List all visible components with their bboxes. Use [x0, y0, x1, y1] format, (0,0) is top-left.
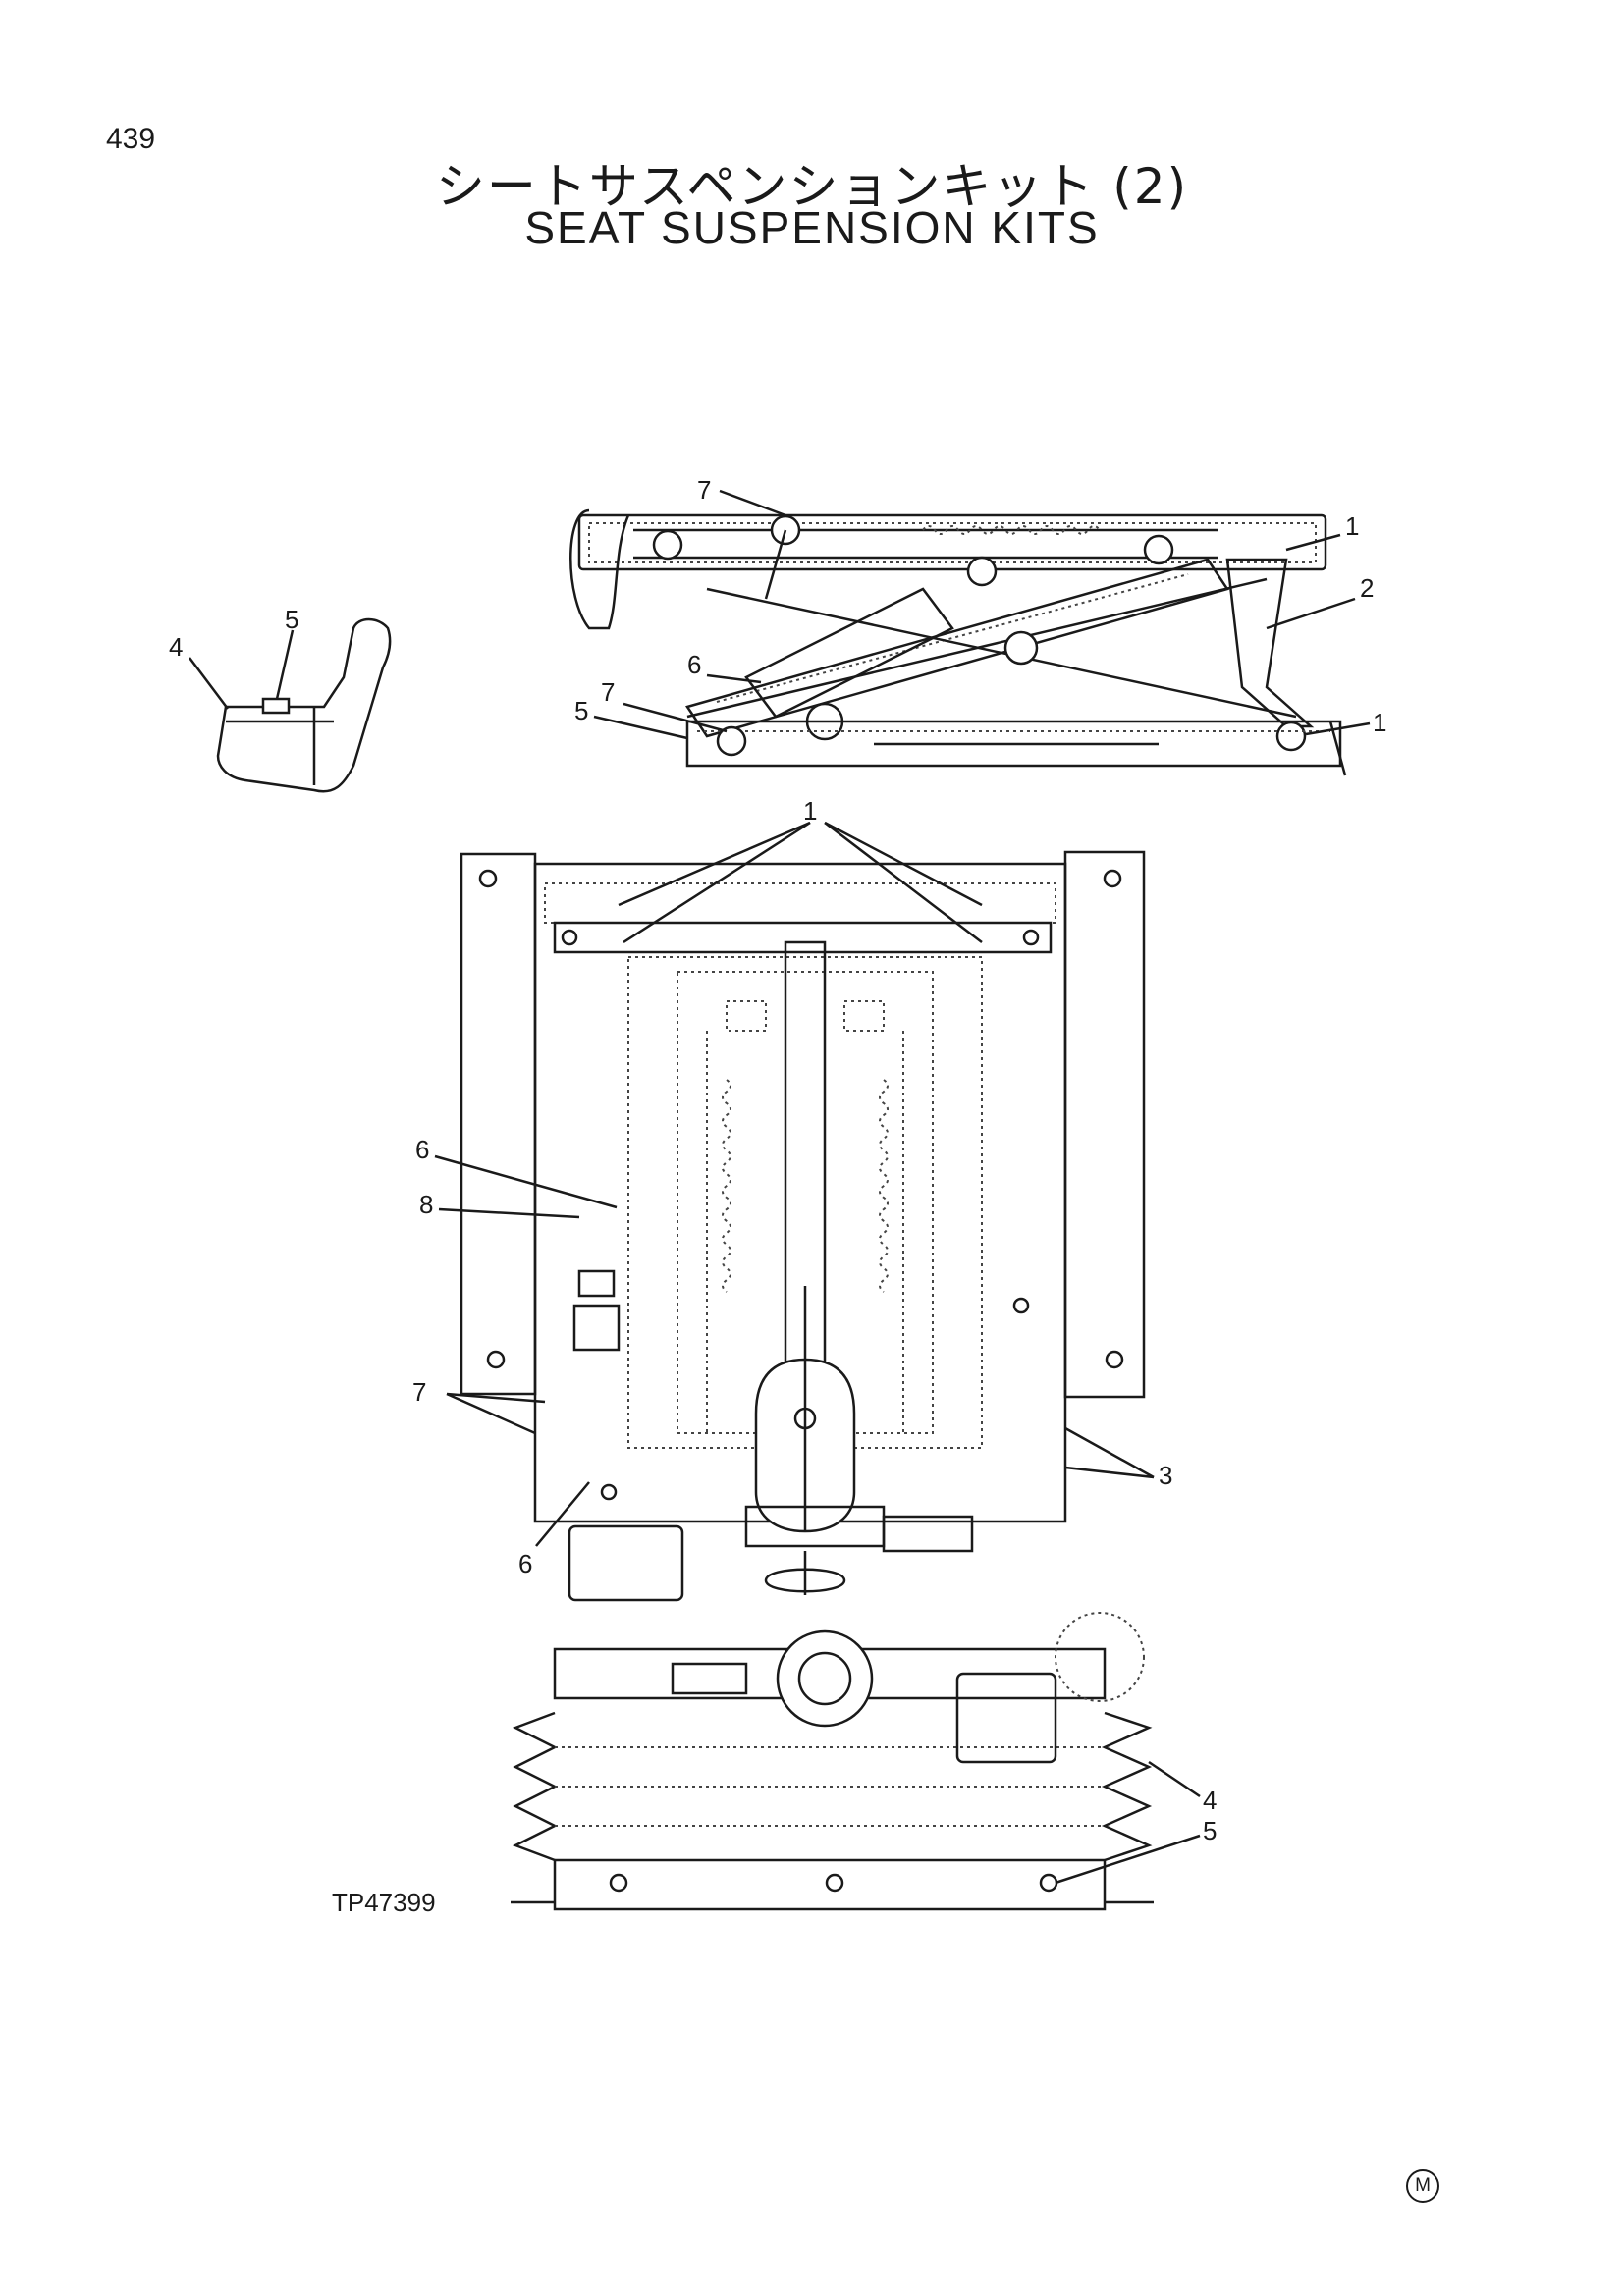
callout-label: 5 — [1203, 1816, 1217, 1845]
callout-label: 7 — [697, 475, 711, 505]
top-view-drawing — [460, 850, 1146, 1602]
side-view-drawing — [569, 508, 1347, 776]
bellows-view-drawing — [511, 1612, 1154, 1911]
callout-label: 7 — [601, 677, 615, 707]
callout-label: 8 — [419, 1190, 433, 1219]
callout-label: 6 — [687, 650, 701, 679]
callout-label: 3 — [1159, 1461, 1172, 1490]
callout-label: 1 — [1345, 511, 1359, 541]
callout-label: 6 — [415, 1135, 429, 1164]
side-view-leaders — [593, 489, 1371, 740]
page-title-japanese: シートサスペンションキット (2) — [435, 158, 1189, 215]
callout-label: 5 — [574, 696, 588, 725]
page-number: 439 — [106, 123, 156, 155]
callout-label: 7 — [412, 1377, 426, 1407]
detail-drawing — [216, 617, 392, 793]
callout-label: 4 — [1203, 1786, 1217, 1815]
drawing-id: TP47399 — [332, 1888, 436, 1917]
bellows-view-leaders — [1055, 1760, 1201, 1885]
detail-leaders — [189, 629, 295, 710]
m-mark-icon: M — [1406, 2169, 1439, 2203]
page-title-english: SEAT SUSPENSION KITS — [524, 202, 1100, 253]
bellows-view-callouts: 4 5 — [1203, 1786, 1217, 1845]
top-view-callouts: 1 6 8 7 3 6 — [412, 796, 1172, 1578]
side-view-callouts: 7 1 2 6 7 5 1 — [574, 475, 1386, 737]
callout-label: 4 — [169, 632, 183, 662]
callout-label: 6 — [518, 1549, 532, 1578]
callout-label: 1 — [803, 796, 817, 826]
detail-callouts: 5 4 — [169, 605, 298, 662]
callout-label: 5 — [285, 605, 298, 634]
top-view-leaders — [434, 821, 1155, 1547]
callout-label: 2 — [1360, 573, 1374, 603]
callout-label: 1 — [1373, 708, 1386, 737]
